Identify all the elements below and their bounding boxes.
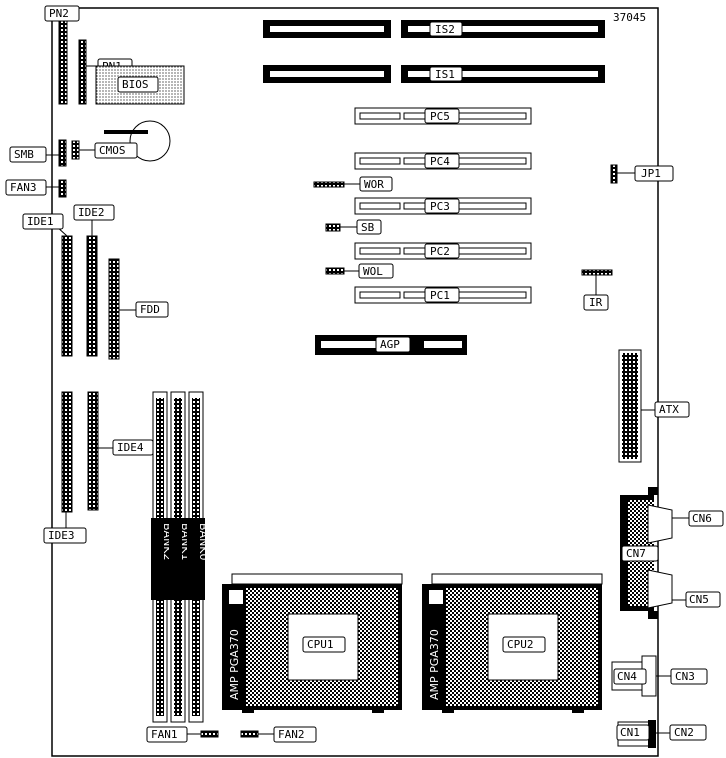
cn5-label: CN5 <box>689 593 709 606</box>
fdd-label: FDD <box>140 303 160 316</box>
pc5-slot: PC5 <box>354 107 532 125</box>
cn4-label: CN4 <box>617 670 637 683</box>
pc5-label: PC5 <box>430 110 450 123</box>
fan2-header: FAN2 <box>240 726 317 743</box>
wor-header: WOR <box>313 176 393 192</box>
cmos-battery: CMOS <box>71 120 171 162</box>
cn3-label: CN3 <box>675 670 695 683</box>
wol-header: WOL <box>325 263 394 279</box>
ide3-label: IDE3 <box>48 529 75 542</box>
io-connector-block: CN7 CN6 CN5 <box>620 487 724 619</box>
agp-slot: AGP <box>315 335 467 355</box>
ide4-connector: IDE4 <box>87 391 154 511</box>
cn6-label: CN6 <box>692 512 712 525</box>
pn2-label: PN2 <box>49 7 69 20</box>
fan3-header: FAN3 <box>5 179 67 198</box>
is2-label: IS2 <box>435 23 455 36</box>
cn2-label: CN2 <box>674 726 694 739</box>
pc3-label: PC3 <box>430 200 450 213</box>
dimm-bank-0: BANK0 <box>187 391 210 723</box>
pc1-label: PC1 <box>430 289 450 302</box>
jp1-jumper: JP1 <box>610 164 674 184</box>
is1-label: IS1 <box>435 68 455 81</box>
cpu2-label: CPU2 <box>507 638 534 651</box>
cn1-connector: CN1 CN2 <box>616 720 707 748</box>
atx-label: ATX <box>659 403 679 416</box>
sb-header: SB <box>325 219 382 235</box>
sb-label: SB <box>361 221 375 234</box>
fdd-connector: FDD <box>108 258 169 360</box>
ide1-connector: IDE1 <box>22 213 73 357</box>
pc2-slot: PC2 <box>354 242 532 260</box>
socket1-label: AMP PGA370 <box>228 629 241 700</box>
ide4-label: IDE4 <box>117 441 144 454</box>
wor-label: WOR <box>364 178 384 191</box>
fan1-label: FAN1 <box>151 728 178 741</box>
is2-slot: IS2 <box>263 20 605 38</box>
ide2-connector: IDE2 <box>73 204 115 357</box>
cn4-connector: CN4 CN3 <box>611 655 708 697</box>
atx-power-connector: ATX <box>618 349 690 463</box>
board-outline <box>51 7 659 757</box>
fan3-label: FAN3 <box>10 181 37 194</box>
dimm-bank-2: BANK2 <box>151 391 174 723</box>
cpu1-socket: CPU1 AMP PGA370 <box>222 573 403 713</box>
pc3-slot: PC3 <box>354 197 532 215</box>
is1-slot: IS1 <box>263 65 605 83</box>
ir-label: IR <box>589 296 603 309</box>
pc4-slot: PC4 <box>354 152 532 170</box>
ide1-label: IDE1 <box>27 215 54 228</box>
jp1-label: JP1 <box>641 167 661 180</box>
agp-label: AGP <box>380 338 400 351</box>
bios-label: BIOS <box>122 78 149 91</box>
ide2-label: IDE2 <box>78 206 105 219</box>
bios-chip: BIOS <box>95 65 185 105</box>
cn1-label: CN1 <box>620 726 640 739</box>
cmos-label: CMOS <box>99 144 126 157</box>
pn2-header: PN2 <box>44 5 80 105</box>
cn7-label: CN7 <box>626 547 646 560</box>
cpu1-label: CPU1 <box>307 638 334 651</box>
smb-header: SMB <box>9 139 67 167</box>
ide3-connector: IDE3 <box>43 391 87 544</box>
fan2-label: FAN2 <box>278 728 305 741</box>
smb-label: SMB <box>14 148 34 161</box>
cpu2-socket: CPU2 AMP PGA370 <box>422 573 603 713</box>
wol-label: WOL <box>363 265 383 278</box>
pc1-slot: PC1 <box>354 286 532 304</box>
fan1-header: FAN1 <box>146 726 219 743</box>
pc2-label: PC2 <box>430 245 450 258</box>
board-id: 37045 <box>613 11 646 24</box>
bank0-label: BANK0 <box>197 523 210 561</box>
pc4-label: PC4 <box>430 155 450 168</box>
socket2-label: AMP PGA370 <box>428 629 441 700</box>
ir-header: IR <box>581 269 613 311</box>
